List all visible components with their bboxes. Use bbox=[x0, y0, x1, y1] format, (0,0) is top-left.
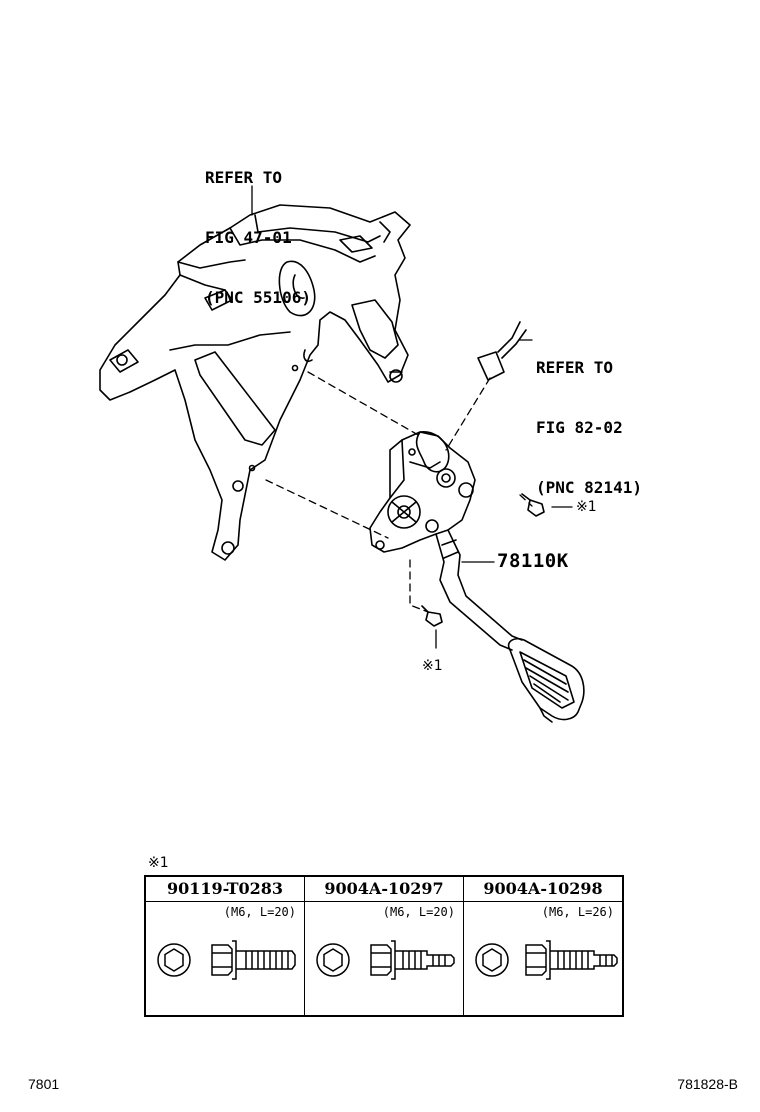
legend-mark: ※1 bbox=[148, 855, 169, 871]
connector-ref-line-1: REFER TO bbox=[536, 358, 614, 377]
connector bbox=[477, 321, 527, 381]
legend-cell: 9004A-10297 (M6, L=20) bbox=[305, 877, 464, 1015]
bolt-right bbox=[521, 493, 545, 517]
legend-cell: 90119-T0283 (M6, L=20) bbox=[146, 877, 305, 1015]
legend-part-number: 90119-T0283 bbox=[146, 877, 304, 902]
accelerator-pedal-module bbox=[369, 431, 585, 723]
bolt-mark-right: ※1 bbox=[576, 499, 597, 515]
bracket-ref-line-2: FIG 47-01 bbox=[205, 228, 292, 247]
leader-lines bbox=[251, 185, 573, 649]
legend-part-number: 9004A-10297 bbox=[305, 877, 463, 902]
connector-reference-callout: REFER TO FIG 82-02 (PNC 82141) bbox=[536, 318, 642, 538]
legend-part-number: 9004A-10298 bbox=[464, 877, 622, 902]
page-code-left: 7801 bbox=[28, 1076, 60, 1092]
flange-bolt-icon bbox=[157, 940, 296, 980]
bracket-ref-line-3: (PNC 55106) bbox=[205, 288, 311, 307]
bolt-legend-table: 90119-T0283 (M6, L=20) 9004A-10297 (M6, … bbox=[144, 875, 624, 1017]
illustration-number: 781828-B bbox=[677, 1076, 738, 1092]
connector-ref-line-3: (PNC 82141) bbox=[536, 478, 642, 497]
legend-spec: (M6, L=20) bbox=[223, 905, 296, 919]
alignment-lines bbox=[265, 371, 533, 613]
pedal-part-number: 78110K bbox=[497, 550, 569, 572]
flange-bolt-icon bbox=[316, 940, 455, 980]
pedal-support-bracket bbox=[99, 204, 411, 561]
bracket-reference-callout: REFER TO FIG 47-01 (PNC 55106) bbox=[205, 128, 311, 348]
legend-spec: (M6, L=20) bbox=[382, 905, 455, 919]
legend-spec: (M6, L=26) bbox=[541, 905, 614, 919]
legend-cell: 9004A-10298 (M6, L=26) bbox=[464, 877, 622, 1015]
bolt-mark-lower: ※1 bbox=[422, 658, 443, 674]
bolt-lower bbox=[421, 605, 443, 627]
connector-ref-line-2: FIG 82-02 bbox=[536, 418, 623, 437]
flange-bolt-icon bbox=[475, 940, 618, 980]
bracket-ref-line-1: REFER TO bbox=[205, 168, 283, 187]
